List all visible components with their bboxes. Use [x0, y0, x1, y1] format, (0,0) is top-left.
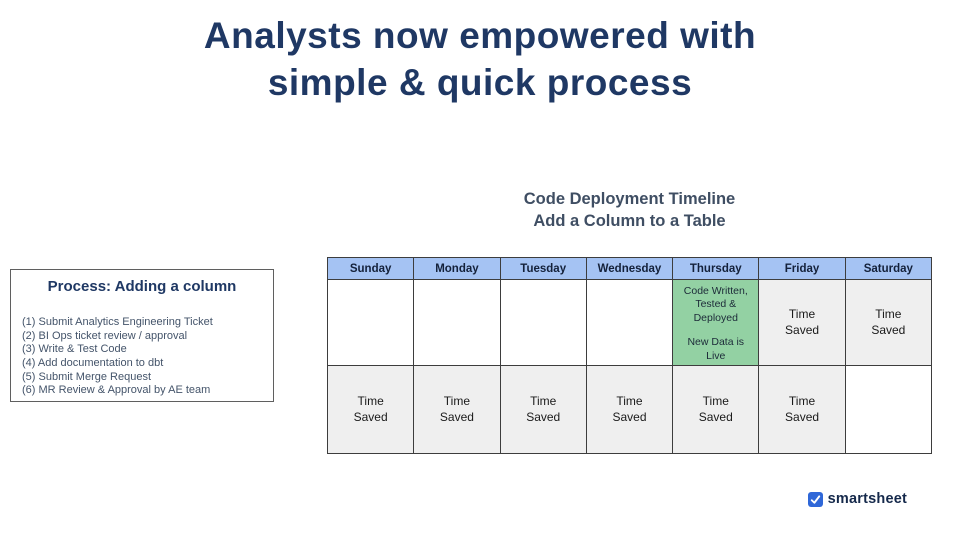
- cell-week2-tuesday: Time Saved: [499, 365, 587, 454]
- process-steps-list: (1) Submit Analytics Engineering Ticket …: [22, 316, 262, 398]
- cell-week2-wednesday: Time Saved: [585, 365, 674, 454]
- cell-week1-thursday-event: Code Written, Tested & Deployed New Data…: [672, 279, 760, 366]
- time-saved-label: Time Saved: [785, 393, 820, 424]
- process-step-5: (5) Submit Merge Request: [22, 370, 151, 383]
- time-saved-label: Time Saved: [526, 393, 561, 424]
- smartsheet-wordmark: smartsheet: [827, 491, 907, 507]
- cell-week1-wednesday: [585, 279, 674, 366]
- day-header-sunday: Sunday: [326, 257, 415, 280]
- cell-week2-saturday: [844, 365, 933, 454]
- cell-week1-monday: [413, 279, 501, 366]
- day-header-monday: Monday: [413, 257, 501, 280]
- cell-week2-monday: Time Saved: [413, 365, 501, 454]
- smartsheet-logo: smartsheet: [807, 491, 907, 507]
- process-step-1: (1) Submit Analytics Engineering Ticket: [22, 316, 213, 328]
- cell-week2-sunday: Time Saved: [326, 365, 415, 454]
- deployment-timeline-table: Sunday Monday Tuesday Wednesday Thursday…: [326, 257, 933, 454]
- time-saved-label: Time Saved: [698, 393, 733, 424]
- time-saved-label: Time Saved: [785, 306, 820, 337]
- day-header-tuesday: Tuesday: [499, 257, 587, 280]
- day-header-thursday: Thursday: [672, 257, 760, 280]
- process-step-2: (2) BI Ops ticket review / approval: [22, 329, 188, 342]
- cell-week2-friday: Time Saved: [758, 365, 846, 454]
- cell-week1-sunday: [326, 279, 415, 366]
- process-step-3: (3) Write & Test Code: [22, 343, 127, 356]
- event-text-line1: Code Written, Tested & Deployed: [683, 285, 748, 324]
- page-title-line1: Analysts now empowered with: [203, 15, 757, 56]
- timeline-heading-line2: Add a Column to a Table: [533, 211, 726, 230]
- time-saved-label: Time Saved: [612, 393, 647, 424]
- cell-week1-tuesday: [499, 279, 587, 366]
- page-title: Analysts now empowered with simple & qui…: [0, 12, 960, 107]
- process-step-4: (4) Add documentation to dbt: [22, 357, 164, 370]
- week1-row: Code Written, Tested & Deployed New Data…: [326, 279, 933, 366]
- time-saved-label: Time Saved: [439, 393, 474, 424]
- day-header-friday: Friday: [758, 257, 846, 280]
- cell-week1-friday: Time Saved: [758, 279, 846, 366]
- process-box-title: Process: Adding a column: [47, 278, 237, 295]
- event-text-line2: New Data is Live: [687, 336, 745, 362]
- page-title-line2: simple & quick process: [267, 62, 693, 104]
- timeline-heading: Code Deployment Timeline Add a Column to…: [327, 189, 932, 233]
- timeline-heading-line1: Code Deployment Timeline: [523, 190, 736, 208]
- day-header-row: Sunday Monday Tuesday Wednesday Thursday…: [326, 257, 933, 280]
- smartsheet-logo-icon: [807, 491, 823, 507]
- day-header-wednesday: Wednesday: [585, 257, 674, 280]
- cell-week1-saturday: Time Saved: [844, 279, 933, 366]
- time-saved-label: Time Saved: [871, 306, 906, 337]
- day-header-saturday: Saturday: [844, 257, 933, 280]
- process-box: Process: Adding a column (1) Submit Anal…: [10, 269, 274, 402]
- cell-week2-thursday: Time Saved: [672, 365, 760, 454]
- time-saved-label: Time Saved: [353, 393, 388, 424]
- week2-row: Time Saved Time Saved Time Saved Time Sa…: [326, 365, 933, 454]
- process-step-6: (6) MR Review & Approval by AE team: [22, 384, 211, 397]
